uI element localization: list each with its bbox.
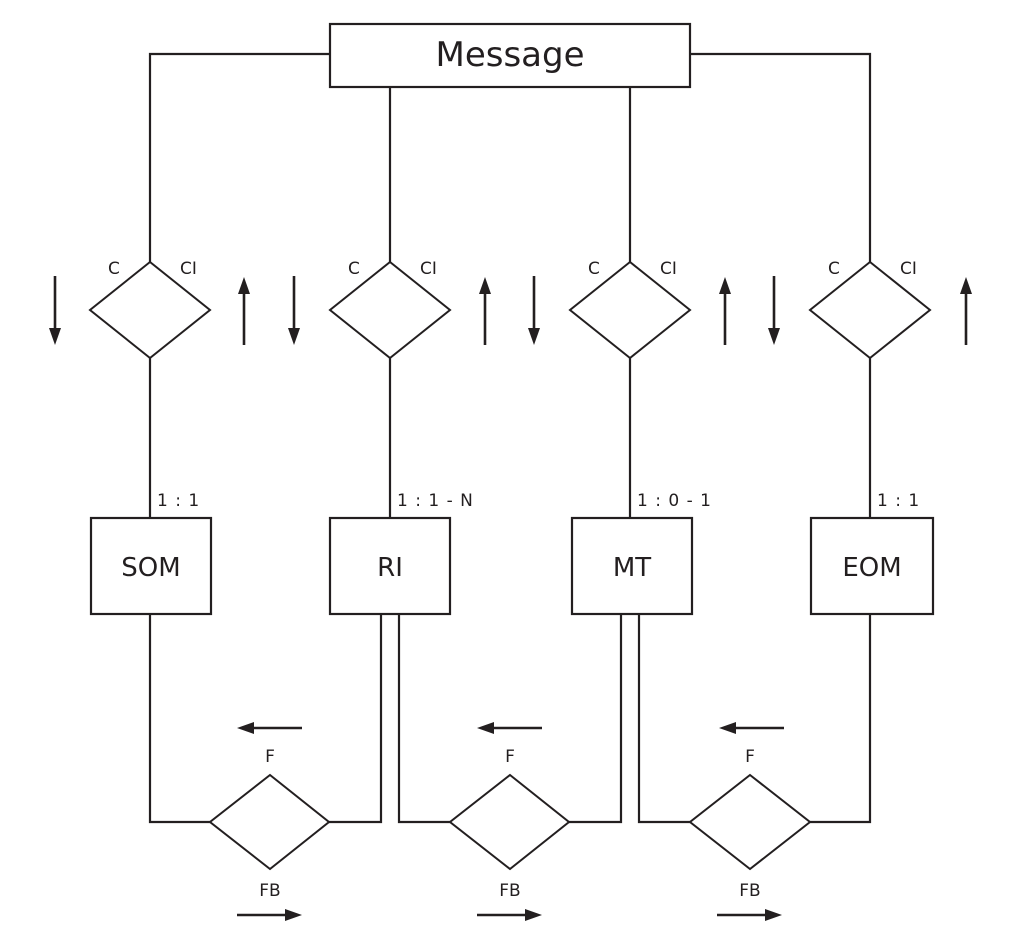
rel1-ci-label: CI: [180, 259, 197, 279]
ri-cardinality: 1 : 1 - N: [397, 491, 474, 511]
message-to-rel4-line: [690, 52, 872, 262]
link2-f-label: F: [505, 747, 515, 767]
link1-right-arrow: [237, 909, 302, 921]
eom-cardinality: 1 : 1: [877, 491, 920, 511]
rel4-up-arrow: [960, 277, 972, 345]
link1-to-ri-line: [329, 614, 383, 824]
link2-left-arrow: [477, 722, 542, 734]
rel3-down-arrow: [528, 276, 540, 345]
message-entity-box: [328, 22, 692, 89]
rel4-c-label: C: [828, 259, 840, 279]
link1-left-arrow: [237, 722, 302, 734]
rel4-ci-label: CI: [900, 259, 917, 279]
som-entity-box: [89, 516, 213, 616]
message-entity-label: Message: [435, 35, 584, 75]
mt-to-link3-line: [637, 614, 690, 824]
rel3-c-label: C: [588, 259, 600, 279]
som-to-link1-line: [148, 614, 210, 824]
rel3-ci-label: CI: [660, 259, 677, 279]
link3-left-arrow: [719, 722, 784, 734]
ri-entity-label: RI: [377, 553, 403, 583]
link1-fb-label: FB: [259, 881, 280, 901]
message-to-rel1-line: [148, 52, 330, 262]
rel2-ci-label: CI: [420, 259, 437, 279]
link2-fb-label: FB: [499, 881, 520, 901]
rel1-up-arrow: [238, 277, 250, 345]
link1-f-label: F: [265, 747, 275, 767]
eom-entity-label: EOM: [842, 553, 901, 583]
ri-to-link2-line: [397, 614, 450, 824]
link3-f-label: F: [745, 747, 755, 767]
som-cardinality: 1 : 1: [157, 491, 200, 511]
link2-right-arrow: [477, 909, 542, 921]
link2-to-mt-line: [569, 614, 623, 824]
mt-cardinality: 1 : 0 - 1: [637, 491, 712, 511]
mt-entity-box: [570, 516, 694, 616]
rel2-down-arrow: [288, 276, 300, 345]
link-diamond-3: [688, 773, 812, 871]
rel3-up-arrow: [719, 277, 731, 345]
som-entity-label: SOM: [121, 553, 180, 583]
rel2-up-arrow: [479, 277, 491, 345]
rel1-down-arrow: [49, 276, 61, 345]
rel2-c-label: C: [348, 259, 360, 279]
link-diamond-2: [448, 773, 571, 871]
link-diamond-1: [208, 773, 331, 871]
rel1-c-label: C: [108, 259, 120, 279]
ri-entity-box: [328, 516, 452, 616]
link3-to-eom-line: [810, 614, 872, 824]
link3-fb-label: FB: [739, 881, 760, 901]
rel4-down-arrow: [768, 276, 780, 345]
mt-entity-label: MT: [613, 553, 651, 583]
eom-entity-box: [809, 516, 935, 616]
link3-right-arrow: [717, 909, 782, 921]
